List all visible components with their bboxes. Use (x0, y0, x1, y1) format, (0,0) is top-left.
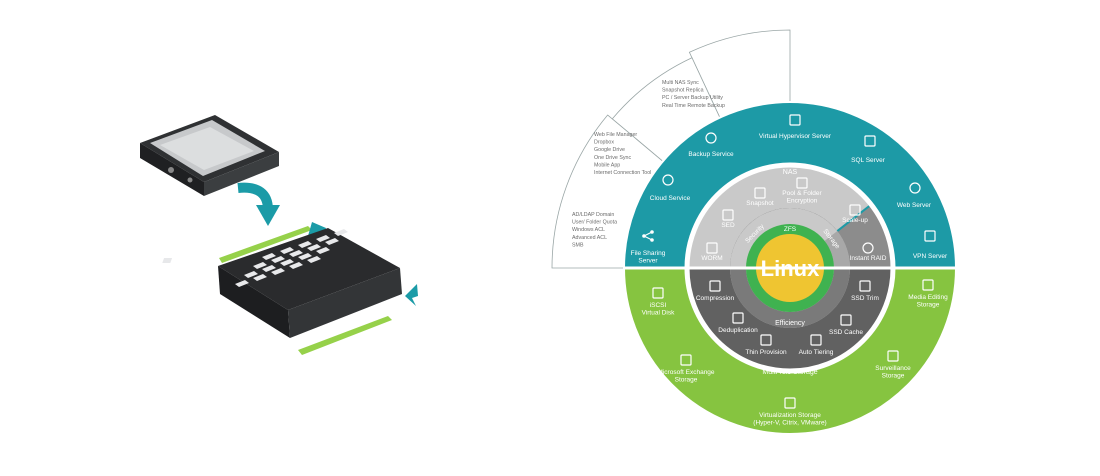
ssd-trim-icon (859, 280, 871, 292)
zfs-label: ZFS (784, 226, 797, 233)
virtual-hypervisor-server-label: Virtual Hypervisor Server (759, 133, 832, 140)
security-sector (689, 167, 870, 268)
backup-service-icon (705, 132, 717, 144)
hdd-tray-illustration (140, 115, 418, 355)
cloud-list-item: Mobile App (594, 162, 620, 168)
cloud-list-item: Dropbox (594, 140, 614, 146)
thin-provision-label: Thin Provision (745, 349, 787, 356)
file-sharing-server-icon (642, 230, 654, 242)
surveillance-storage-icon (887, 350, 899, 362)
cloud-list-item: Web File Manager (594, 132, 637, 138)
file-sharing-list-item: AD/LDAP Domain (572, 212, 614, 218)
snapshot-icon (754, 187, 766, 199)
file-sharing-list-item: Windows ACL (572, 227, 605, 233)
auto-tiering-label: Auto Tiering (799, 349, 834, 356)
deduplication-label: Deduplication (718, 327, 758, 334)
web-server-icon (909, 182, 921, 194)
small-arrow-icon-2 (405, 284, 418, 306)
virtual-hypervisor-server-icon (789, 114, 801, 126)
snapshot-label: Snapshot (746, 200, 774, 207)
efficiency-label: Efficiency (775, 320, 805, 327)
cloud-list-item: Internet Connection Tool (594, 170, 651, 176)
compression-icon (709, 280, 721, 292)
sed-label: SED (721, 222, 735, 229)
microsoft-exchange-storage-icon (680, 354, 692, 366)
backup-list-item: Multi NAS Sync (662, 80, 699, 86)
ssd-cache-icon (840, 314, 852, 326)
sql-server-label: SQL Server (851, 157, 886, 164)
sector-divider (836, 205, 871, 232)
scale-up-label: Scale-up (842, 217, 868, 224)
deduplication-icon (732, 312, 744, 324)
rail-bottom (298, 316, 392, 355)
efficiency-label-ring (730, 268, 850, 328)
virtualization-storage-icon (784, 397, 796, 409)
storage-label-ring (824, 231, 850, 268)
rail-top (219, 226, 312, 263)
sql-server-icon (864, 135, 876, 147)
nas-ring (624, 102, 956, 268)
arrow-head-icon (256, 205, 280, 226)
auto-tiering-icon (810, 334, 822, 346)
nas-label: NAS (783, 169, 798, 176)
scale-up-icon (849, 204, 861, 216)
vpn-server-icon (924, 230, 936, 242)
worm-label: WORM (701, 255, 722, 262)
ssd-cache-label: SSD Cache (829, 329, 863, 336)
file-sharing-list-item: Advanced ACL (572, 235, 607, 241)
ssd-trim-label: SSD Trim (851, 295, 879, 302)
file-sharing-list-item: User/ Folder Quota (572, 220, 617, 226)
efficiency-sector (689, 268, 891, 369)
linux-label: Linux (761, 256, 820, 281)
backup-list-item: Real Time Remote Backup (662, 103, 725, 109)
compression-label: Compression (696, 295, 735, 302)
web-server-label: Web Server (897, 202, 932, 209)
virtualization-storage-label: Virtualization Storage(Hyper-V, Citrix, … (753, 412, 826, 426)
vpn-server-label: VPN Server (913, 253, 948, 260)
hard-disk-icon (140, 115, 279, 196)
tray-holes (235, 229, 348, 287)
cloud-list-item: Google Drive (594, 147, 625, 153)
inner-border (686, 164, 894, 372)
backup-service-label: Backup Service (688, 151, 734, 158)
drive-tray-icon (162, 228, 402, 338)
pool-folder-encryption-icon (796, 177, 808, 189)
backup-list-item: Snapshot Replica (662, 88, 704, 94)
instant-raid-label: Instant RAID (850, 255, 887, 262)
cloud-list-item: One Drive Sync (594, 155, 631, 161)
sed-icon (722, 209, 734, 221)
cloud-service-label: Cloud Service (650, 195, 691, 202)
thin-provision-icon (760, 334, 772, 346)
instant-raid-icon (862, 242, 874, 254)
media-editing-storage-icon (922, 279, 934, 291)
cloud-service-icon (662, 174, 674, 186)
file-sharing-list-item: SMB (572, 242, 584, 248)
iscsi-virtual-disk-icon (652, 287, 664, 299)
multi-role-label: Multi-role Storage (762, 369, 817, 376)
worm-icon (706, 242, 718, 254)
backup-list-item: PC / Server Backup Utility (662, 95, 723, 101)
multi-role-ring (624, 268, 956, 434)
